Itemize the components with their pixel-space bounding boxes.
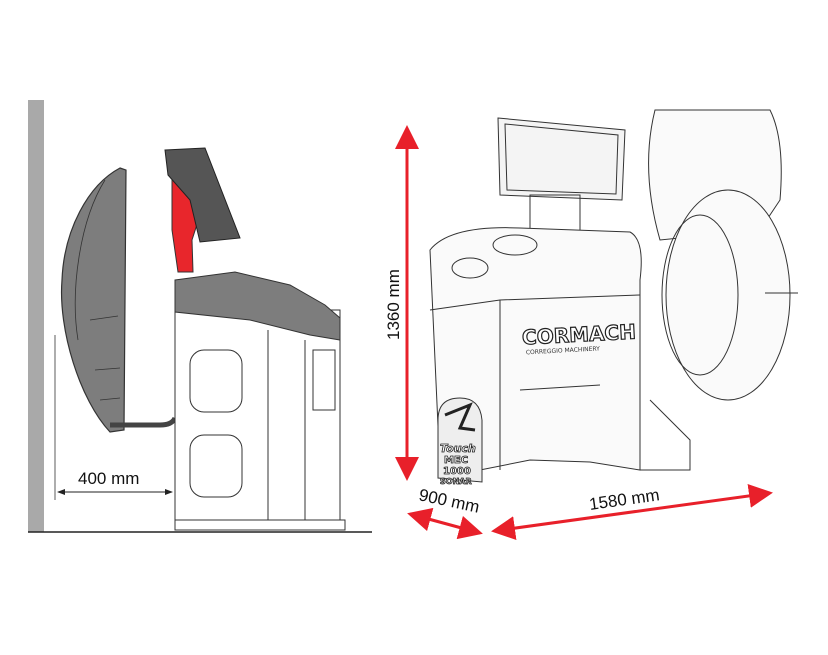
perspective-view: CORMACH CORREGGIO MACHINERY Touch MEC 10… [429, 109, 798, 486]
monitor [164, 147, 241, 243]
dimension-arrows: 1360 mm 900 mm 1580 mm [384, 125, 773, 541]
model-line-1: Touch [440, 442, 476, 455]
model-line-4: SONAR [440, 477, 472, 486]
side-view: 400 mm [28, 100, 372, 533]
wheel-guard-hood [60, 167, 127, 433]
model-line-3: 1000 [443, 466, 471, 477]
model-line-2: MEC [444, 455, 468, 466]
depth-label: 900 mm [417, 485, 481, 516]
wall [28, 100, 44, 532]
hood-arm [110, 416, 178, 428]
brand-tagline: CORREGGIO MACHINERY [526, 345, 601, 356]
console-top [174, 271, 341, 341]
monitor-3d [497, 117, 626, 201]
cabinet [174, 309, 341, 523]
clearance-label: 400 mm [78, 469, 139, 488]
depth-arrow [407, 507, 483, 540]
body-3d [429, 227, 642, 471]
height-label: 1360 mm [384, 269, 403, 340]
width-arrow [491, 483, 773, 541]
tyre [665, 189, 791, 401]
